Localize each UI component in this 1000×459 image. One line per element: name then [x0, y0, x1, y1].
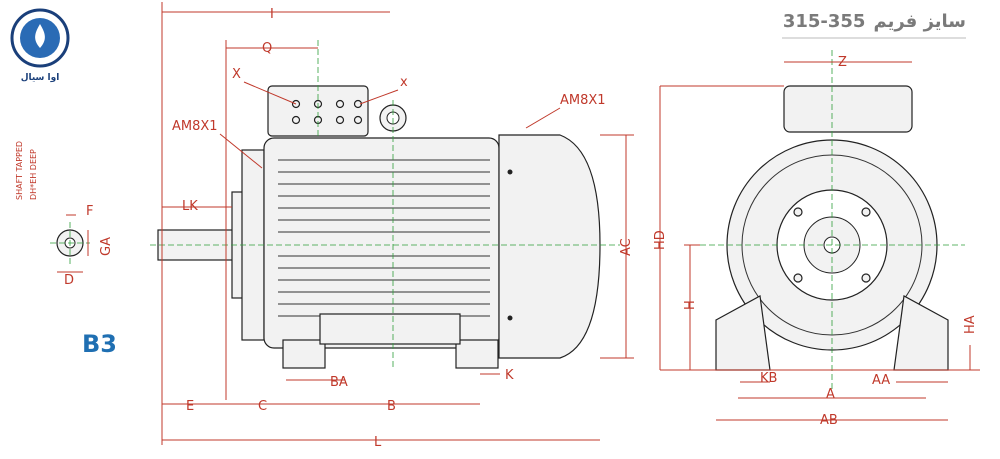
frame-size-label: سایز فریم: [873, 11, 966, 32]
dim-C: C: [258, 399, 267, 414]
shaft-note-line2: DH*EH DEEP: [29, 149, 38, 200]
dim-I: I: [270, 7, 274, 22]
front-right-foot: [893, 295, 949, 371]
dim-Z: Z: [838, 55, 847, 70]
cooling-fins: [278, 159, 490, 317]
frame-size-title: 315-355 سایز فریم: [783, 11, 966, 32]
terminal-box-bolts: [291, 99, 363, 125]
frame-size-range: 315-355: [783, 11, 866, 32]
dim-X-upper: X: [232, 67, 241, 82]
shaft-note-line1: SHAFT TAPPED: [15, 141, 24, 200]
water-drop-icon: [35, 24, 45, 48]
dim-AM8X1-left: AM8X1: [172, 119, 218, 134]
mounting-model-label: B3: [82, 330, 117, 358]
dim-B: B: [387, 399, 396, 414]
dim-KB: KB: [760, 371, 777, 386]
dim-LK: LK: [182, 199, 198, 214]
dim-E: E: [186, 399, 194, 414]
shaft-end-detail: SHAFT TAPPED DH*EH DEEP F GA D: [15, 141, 114, 288]
dim-A: A: [826, 387, 835, 402]
motor-side-view: [150, 40, 620, 370]
dim-F: F: [86, 204, 93, 219]
logo-text: اوا سیال: [21, 73, 60, 83]
dim-K: K: [505, 368, 514, 383]
dim-AA: AA: [872, 373, 890, 388]
dim-Q: Q: [262, 41, 272, 56]
rear-foot: [455, 339, 499, 369]
motor-front-view: [700, 50, 965, 392]
dim-x-lower: x: [400, 75, 408, 90]
dim-BA: BA: [330, 375, 348, 390]
foot-bridge: [319, 313, 461, 345]
dim-AB: AB: [820, 413, 838, 428]
dim-D: D: [64, 273, 74, 288]
dim-HD: HD: [653, 230, 668, 250]
dim-HA: HA: [963, 315, 978, 334]
front-terminal-box: [783, 85, 913, 133]
front-bolts: [793, 207, 871, 283]
front-left-foot: [715, 295, 771, 371]
terminal-box: [267, 85, 369, 137]
dim-AC: AC: [619, 238, 634, 256]
dim-AM8X1-right: AM8X1: [560, 93, 606, 108]
dim-GA: GA: [99, 237, 114, 256]
dim-H: H: [683, 300, 698, 310]
side-view-dimensions: I Q X x AM8X1 AM8X1 LK AC BA K E C B L: [161, 2, 634, 450]
company-logo: اوا سیال: [10, 8, 70, 83]
front-foot: [282, 339, 326, 369]
front-view-dimensions: Z HD H HA KB A AA AB: [653, 55, 980, 428]
dim-L: L: [374, 435, 382, 450]
fan-cover: [498, 134, 601, 359]
